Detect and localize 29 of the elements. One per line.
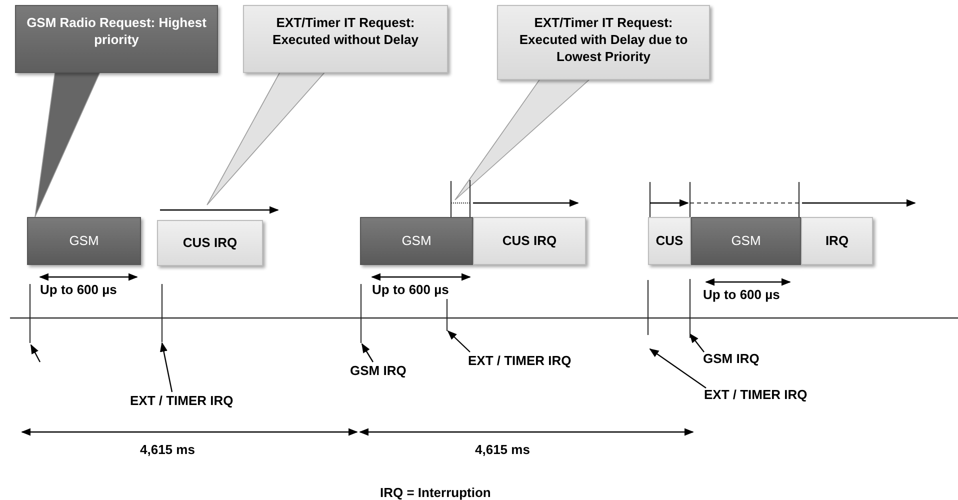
duration-label: Up to 600 µs xyxy=(703,287,780,303)
time-slot-box: GSM xyxy=(691,217,801,265)
leader-arrow xyxy=(361,343,374,362)
callout-pointer xyxy=(34,72,101,218)
leader-arrow xyxy=(447,330,470,352)
time-slot-box: CUS xyxy=(648,217,691,265)
irq-label: GSM IRQ xyxy=(350,362,420,380)
callout-box: EXT/Timer IT Request: Executed without Delay xyxy=(243,5,448,73)
irq-label: EXT / TIMER IRQ xyxy=(130,392,280,410)
legend-note: IRQ = Interruption xyxy=(380,485,491,500)
time-slot-box: CUS IRQ xyxy=(473,217,586,265)
callout-pointer xyxy=(454,78,592,200)
time-slot-box: CUS IRQ xyxy=(157,220,263,266)
leader-arrow xyxy=(649,348,706,388)
period-label: 4,615 ms xyxy=(475,442,530,458)
duration-label: Up to 600 µs xyxy=(40,282,117,298)
time-slot-box: IRQ xyxy=(801,217,873,265)
time-slot-box: GSM xyxy=(360,217,473,265)
irq-label: GSM IRQ xyxy=(703,350,773,368)
period-label: 4,615 ms xyxy=(140,442,195,458)
callout-box: EXT/Timer IT Request: Executed with Delay due to Lowest Priority xyxy=(497,5,710,80)
callout-pointer xyxy=(206,72,326,206)
duration-label: Up to 600 µs xyxy=(372,282,449,298)
time-slot-box: GSM xyxy=(27,217,141,265)
leader-arrow xyxy=(160,342,173,392)
irq-label: EXT / TIMER IRQ xyxy=(468,352,618,370)
irq-label: EXT / TIMER IRQ xyxy=(704,386,854,404)
leader-arrow xyxy=(689,333,704,352)
callout-box: GSM Radio Request: Highest priority xyxy=(15,5,218,73)
